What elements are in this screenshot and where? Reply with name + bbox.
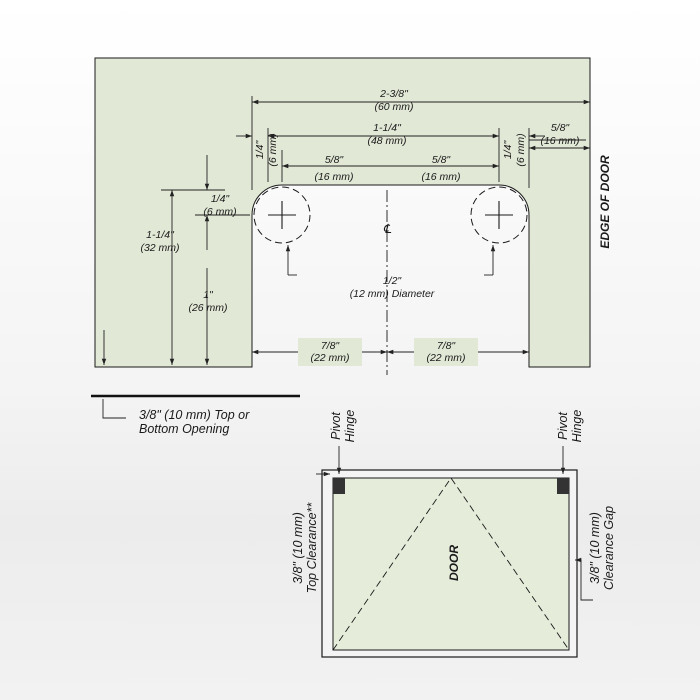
bottom-right-label: 7/8"	[437, 340, 457, 352]
top-clearance-line1: 3/8" (10 mm)	[291, 512, 305, 584]
bottom-right-label-bg	[414, 338, 478, 366]
left-hole-circle	[253, 186, 311, 244]
inch-depth-mm-label: (26 mm)	[188, 302, 227, 314]
left-hinge-label-line1: Pivot	[329, 412, 343, 440]
overall-width-label: 2-3/8"	[379, 88, 409, 100]
edge-of-door-label: EDGE OF DOOR	[598, 155, 612, 249]
left-half-mm-label: (16 mm)	[314, 171, 353, 183]
clearance-gap-leader	[575, 557, 593, 601]
right-quarter-label: 1/4"	[502, 140, 514, 160]
door-label: DOOR	[447, 545, 461, 581]
hole-diameter-desc-label: (12 mm) Diameter	[350, 288, 435, 300]
left-hole-cross	[268, 201, 296, 229]
depth-quarter-label: 1/4"	[211, 193, 231, 205]
bottom-right-mm-label: (22 mm)	[426, 352, 465, 364]
right-hinge-label-line1: Pivot	[556, 412, 570, 440]
total-depth-label: 1-1/4"	[146, 229, 175, 241]
hole-spacing-mm-label: (48 mm)	[367, 135, 406, 147]
opening-note-line1: 3/8" (10 mm) Top or	[139, 408, 250, 422]
right-hinge-label-line2: Hinge	[570, 410, 584, 443]
depth-quarter-mm-label: (6 mm)	[203, 206, 236, 218]
total-depth-mm-label: (32 mm)	[140, 242, 179, 254]
right-hole-cross	[485, 201, 513, 229]
right-half-label: 5/8"	[432, 154, 452, 166]
bottom-left-mm-label: (22 mm)	[310, 352, 349, 364]
hole-diameter-label: 1/2"	[383, 275, 403, 287]
door-panel	[332, 477, 570, 651]
right-quarter-mm-label: (6 mm)	[515, 133, 527, 166]
top-clearance-line2: Top Clearance**	[305, 502, 319, 594]
opening-note-line2: Bottom Opening	[139, 422, 229, 436]
right-half-mm-label: (16 mm)	[421, 171, 460, 183]
edge-offset-label: 5/8"	[551, 122, 571, 134]
left-hinge-label-line2: Hinge	[343, 410, 357, 443]
door-swing-lines	[332, 477, 570, 651]
centerline-symbol: ℄	[383, 222, 392, 236]
glass-plate-cutout	[94, 57, 591, 368]
bottom-left-label-bg	[298, 338, 362, 366]
opening-leader	[102, 399, 126, 419]
edge-offset-mm-label: (16 mm)	[540, 135, 579, 147]
right-pivot-hinge	[557, 478, 569, 494]
bottom-left-label: 7/8"	[321, 340, 341, 352]
clearance-gap-line2: Clearance Gap	[602, 506, 616, 590]
right-hole-circle	[470, 186, 528, 244]
left-quarter-mm-label: (6 mm)	[267, 133, 279, 166]
left-quarter-label: 1/4"	[254, 140, 266, 160]
inch-depth-label: 1"	[203, 289, 214, 301]
hole-spacing-label: 1-1/4"	[373, 122, 402, 134]
left-half-label: 5/8"	[325, 154, 345, 166]
clearance-gap-line1: 3/8" (10 mm)	[588, 512, 602, 584]
overall-width-mm-label: (60 mm)	[374, 101, 413, 113]
left-pivot-hinge	[333, 478, 345, 494]
